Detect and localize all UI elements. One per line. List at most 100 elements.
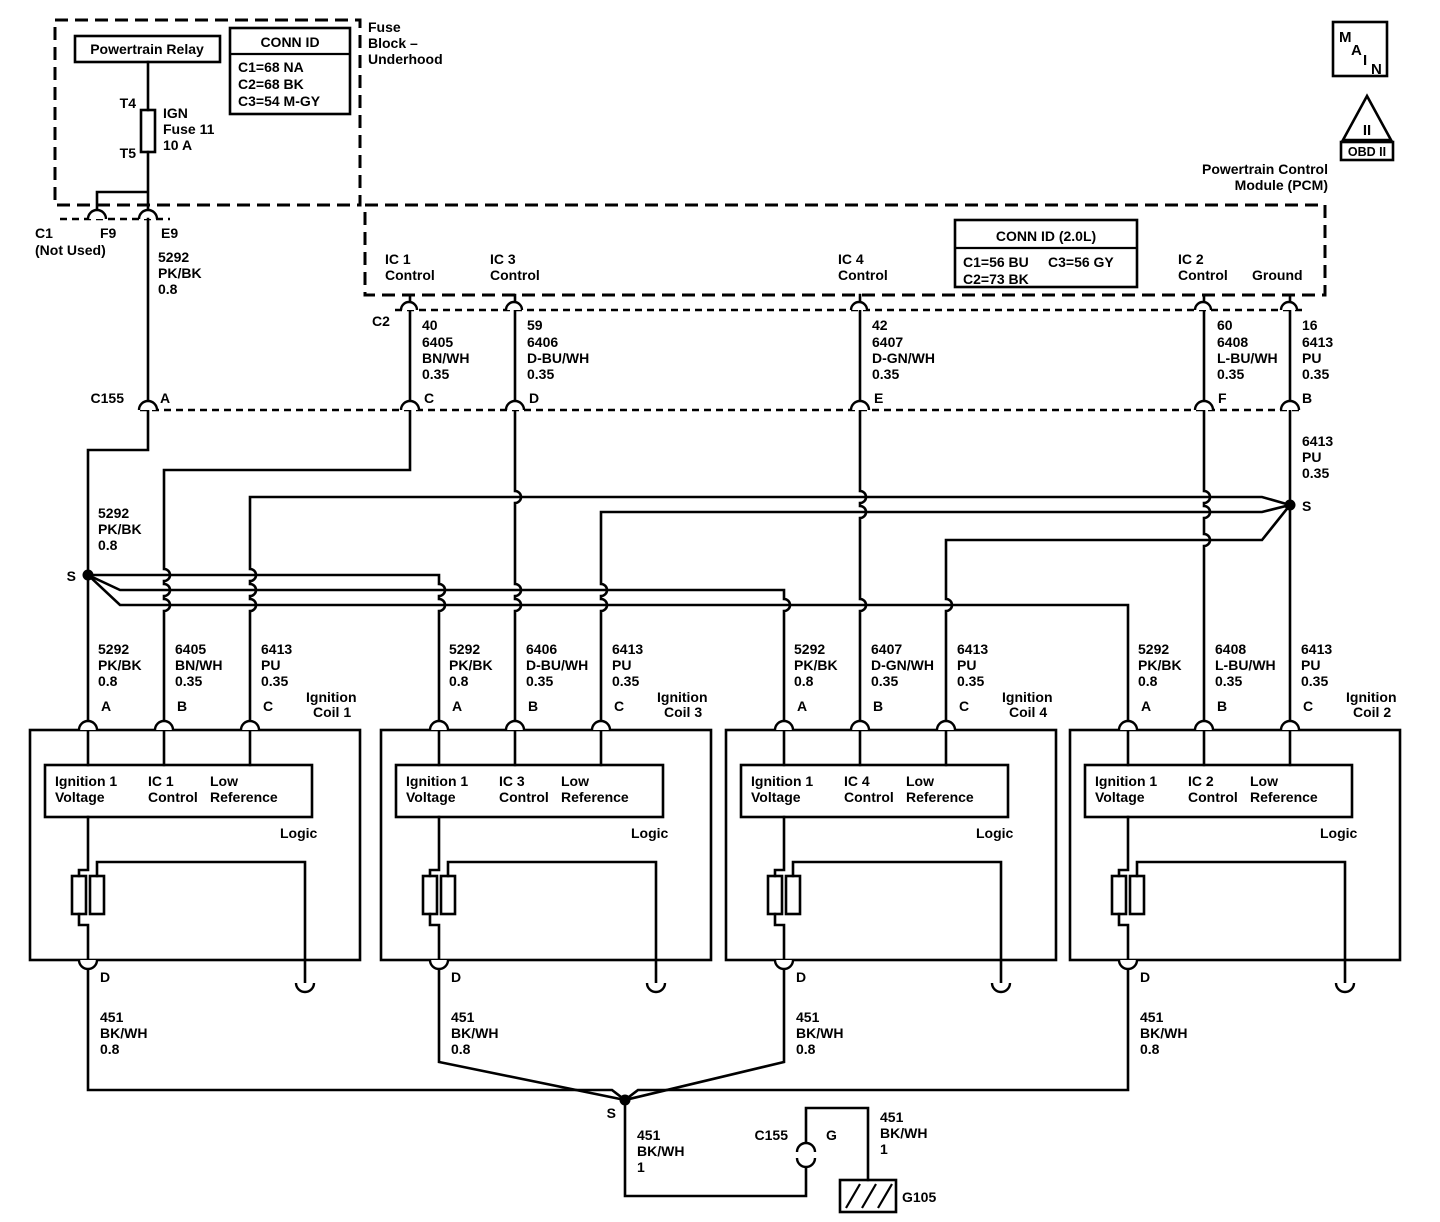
wire-451-coil3 — [437, 967, 627, 1102]
c155-pin-f: F — [1218, 390, 1227, 406]
w6405-circuit: 6405 — [422, 334, 453, 350]
ignition-coil-2: 5292 PK/BK 0.8 6408 L-BU/WH 0.35 6413 PU… — [1068, 641, 1402, 1057]
coil-secondary-wire — [791, 860, 1003, 985]
coil-wire-b-gauge: 0.35 — [871, 673, 898, 689]
fuse-internal-wires — [95, 60, 150, 213]
coil-winding-secondary — [784, 874, 802, 916]
coil-winding-secondary — [88, 874, 106, 916]
coil-terminal-strip — [1083, 763, 1354, 819]
fuse-conn-id-row2: C2=68 BK — [238, 76, 304, 92]
coil-name-line2: Coil 1 — [313, 704, 351, 720]
coil-terminal-d — [428, 959, 450, 971]
coil-pin-d-label: D — [796, 969, 806, 985]
pin-16: 16 — [1302, 317, 1318, 333]
coil-wire-a-circuit: 5292 — [449, 641, 480, 657]
coil-name-line1: Ignition — [306, 689, 357, 705]
w6406-color: D-BU/WH — [527, 350, 589, 366]
fuse-conn-id-title: CONN ID — [260, 34, 319, 50]
coil-wire-c-gauge: 0.35 — [957, 673, 984, 689]
obd2-label-box — [1339, 140, 1395, 162]
coil-wire-c-color: PU — [957, 657, 976, 673]
pin-40: 40 — [422, 317, 438, 333]
c155-e-connector — [849, 399, 871, 411]
coil-spark-terminal — [990, 982, 1012, 994]
wire-451-coil4 — [623, 967, 786, 1102]
w5292-mid-color: PK/BK — [98, 521, 142, 537]
pcm-conn-id-c2: C2=73 BK — [963, 271, 1029, 287]
coil-box — [28, 728, 362, 962]
ground-symbol-g105 — [838, 1178, 898, 1214]
c155-pin-e: E — [874, 390, 883, 406]
pcm-conn-id-title: CONN ID (2.0L) — [996, 228, 1096, 244]
coil-box — [1068, 728, 1402, 962]
coil-low-line2: Reference — [1250, 789, 1318, 805]
pcm-conn-id-box — [953, 218, 1139, 289]
coil-wire-a-color: PK/BK — [98, 657, 142, 673]
main-badge-m: M — [1339, 29, 1352, 46]
connector-c155g-lower — [795, 1157, 817, 1169]
coil-terminal-d — [773, 959, 795, 971]
bus-ign-to-coil4 — [86, 573, 792, 723]
fuse-name-line3: 10 A — [163, 137, 192, 153]
coil-control-line1: IC 3 — [499, 773, 525, 789]
coil-wire-a-gauge: 0.8 — [794, 673, 814, 689]
splice-right-dot — [1284, 499, 1296, 511]
coil-name-line1: Ignition — [1002, 689, 1053, 705]
coil-pin-stubs — [782, 728, 948, 767]
fuse-c1-not-used: (Not Used) — [35, 242, 106, 258]
w6408-color: L-BU/WH — [1217, 350, 1278, 366]
coil-terminal-strip — [43, 763, 314, 819]
coil-name-line2: Coil 3 — [664, 704, 702, 720]
coil-wire-d-gauge: 0.8 — [100, 1041, 120, 1057]
pcm-ic2-label-line2: Control — [1178, 267, 1228, 283]
wire-5292-top-color: PK/BK — [158, 265, 202, 281]
coil-wire-b-circuit: 6406 — [526, 641, 557, 657]
coil-pin-stubs — [437, 728, 603, 767]
connector-rows: C2 C155 A C D E F B — [91, 217, 1312, 412]
coil-winding-secondary — [1128, 874, 1146, 916]
w5292-mid-gauge: 0.8 — [98, 537, 118, 553]
ignition-coil-1: 5292 PK/BK 0.8 6405 BN/WH 0.35 6413 PU 0… — [28, 641, 362, 1057]
coil-wire-c-color: PU — [1301, 657, 1320, 673]
w6413-lower-circuit: 6413 — [1302, 433, 1333, 449]
coil-control-line2: Control — [1188, 789, 1238, 805]
bus-lowref-to-coil4 — [944, 503, 1292, 723]
coil-wire-b-gauge: 0.35 — [526, 673, 553, 689]
coil-wire-d-color: BK/WH — [100, 1025, 147, 1041]
coil-terminal-b — [1193, 719, 1215, 731]
pin-59: 59 — [527, 317, 543, 333]
coil-primary-wire — [773, 815, 786, 962]
coil-wire-d-color: BK/WH — [796, 1025, 843, 1041]
w451-1-b-color: BK/WH — [880, 1125, 927, 1141]
coil-secondary-wire — [1135, 860, 1347, 985]
coil-wire-b-color: D-GN/WH — [871, 657, 934, 673]
coil-terminal-c — [590, 719, 612, 731]
c155-label-top: C155 — [91, 390, 125, 406]
coil-pin-c-label: C — [614, 698, 624, 714]
w6406-gauge: 0.35 — [527, 366, 554, 382]
pcm-ic3-label-line1: IC 3 — [490, 251, 516, 267]
coil-terminal-c — [239, 719, 261, 731]
splice-bottom-label: S — [607, 1105, 616, 1121]
pcm-dashed-box — [363, 203, 1327, 297]
coil-box — [379, 728, 713, 962]
coil-pin-stubs — [86, 728, 252, 767]
fuse-terminal-t4: T4 — [120, 95, 137, 111]
coil-wire-d-circuit: 451 — [451, 1009, 475, 1025]
wire-6406-ic3-control — [513, 408, 523, 723]
w6407-color: D-GN/WH — [872, 350, 935, 366]
w451-1-b-gauge: 1 — [880, 1141, 888, 1157]
pcm-pin42-connector — [849, 300, 869, 311]
pcm-ic3-label-line2: Control — [490, 267, 540, 283]
coil-logic-label: Logic — [280, 825, 318, 841]
pcm-pin16-connector — [1279, 300, 1299, 311]
cavity-e9-label: E9 — [161, 225, 178, 241]
c155-pin-a: A — [160, 390, 170, 406]
coil-wire-c-gauge: 0.35 — [261, 673, 288, 689]
coil-voltage-line1: Ignition 1 — [406, 773, 468, 789]
coil-logic-label: Logic — [976, 825, 1014, 841]
connector-e9 — [137, 208, 159, 220]
coil-wire-c-circuit: 6413 — [612, 641, 643, 657]
coil-wire-a-color: PK/BK — [794, 657, 838, 673]
connector-f9 — [86, 208, 108, 220]
